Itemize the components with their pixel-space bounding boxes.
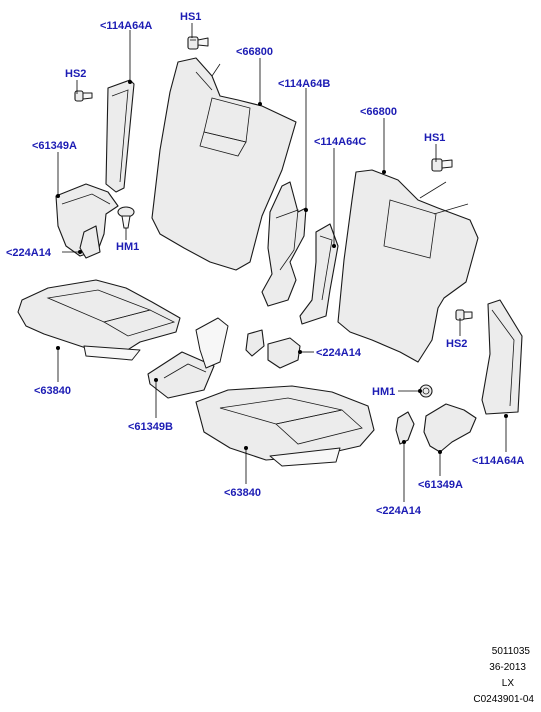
bolt-hs2-right bbox=[455, 309, 473, 321]
bolt-hs1-right bbox=[431, 158, 453, 172]
seat-back-66800-right bbox=[337, 169, 479, 363]
label-224A14-bottom: <224A14 bbox=[376, 505, 422, 517]
label-63840-left: <63840 bbox=[34, 385, 71, 397]
label-114A64A-right: <114A64A bbox=[472, 455, 524, 467]
bolt-hs2-left bbox=[74, 90, 93, 102]
label-114A64B: <114A64B bbox=[278, 78, 330, 90]
label-61349B: <61349B bbox=[128, 421, 173, 433]
trim-114A64A-left-edge bbox=[111, 89, 129, 183]
trim-114A64C bbox=[299, 223, 339, 325]
label-63840-mid: <63840 bbox=[224, 487, 261, 499]
footer-line-2: 36-2013 bbox=[489, 662, 526, 673]
trim-114A64A-left bbox=[105, 79, 135, 193]
bracket-224A14-mid bbox=[245, 329, 301, 369]
seat-cushion-63840-mid bbox=[195, 385, 375, 467]
leader-lines bbox=[56, 23, 508, 502]
label-66800-left: <66800 bbox=[236, 46, 273, 58]
label-224A14-left: <224A14 bbox=[6, 247, 52, 259]
label-hs1-top: HS1 bbox=[180, 11, 201, 23]
label-hm1-left: HM1 bbox=[116, 241, 139, 253]
clip-hm1-left bbox=[117, 206, 135, 229]
label-hm1-right: HM1 bbox=[372, 386, 395, 398]
bolt-hs1-top bbox=[187, 36, 209, 50]
label-114A64A-top: <114A64A bbox=[100, 20, 152, 32]
label-hs2-right: HS2 bbox=[446, 338, 467, 350]
footer-line-1: 5011035 bbox=[492, 646, 531, 657]
tray-61349B bbox=[147, 317, 229, 399]
trim-114A64A-right bbox=[481, 299, 523, 415]
cover-61349A-right bbox=[423, 403, 477, 453]
label-hs2-left: HS2 bbox=[65, 68, 86, 80]
trim-114A64C-edge bbox=[319, 235, 333, 301]
label-114A64C: <114A64C bbox=[314, 136, 366, 148]
label-66800-right: <66800 bbox=[360, 106, 397, 118]
seat-back-66800-left bbox=[151, 57, 297, 271]
seat-cushion-63840-left bbox=[17, 279, 181, 361]
footer-line-3: LX bbox=[502, 678, 515, 689]
trim-114A64B bbox=[261, 181, 307, 307]
bracket-224A14-left bbox=[79, 225, 101, 259]
trim-114A64B-edge bbox=[275, 209, 299, 271]
label-224A14-mid: <224A14 bbox=[316, 347, 362, 359]
cover-61349A-left bbox=[55, 183, 119, 257]
cover-61349A-left-edge bbox=[61, 193, 111, 205]
bracket-224A14-bottom bbox=[395, 411, 415, 445]
label-61349A-right: <61349A bbox=[418, 479, 463, 491]
footer-line-4: C0243901-04 bbox=[473, 694, 534, 705]
label-61349A-left: <61349A bbox=[32, 140, 77, 152]
trim-114A64A-right-edge bbox=[491, 309, 515, 407]
label-hs1-right: HS1 bbox=[424, 132, 445, 144]
